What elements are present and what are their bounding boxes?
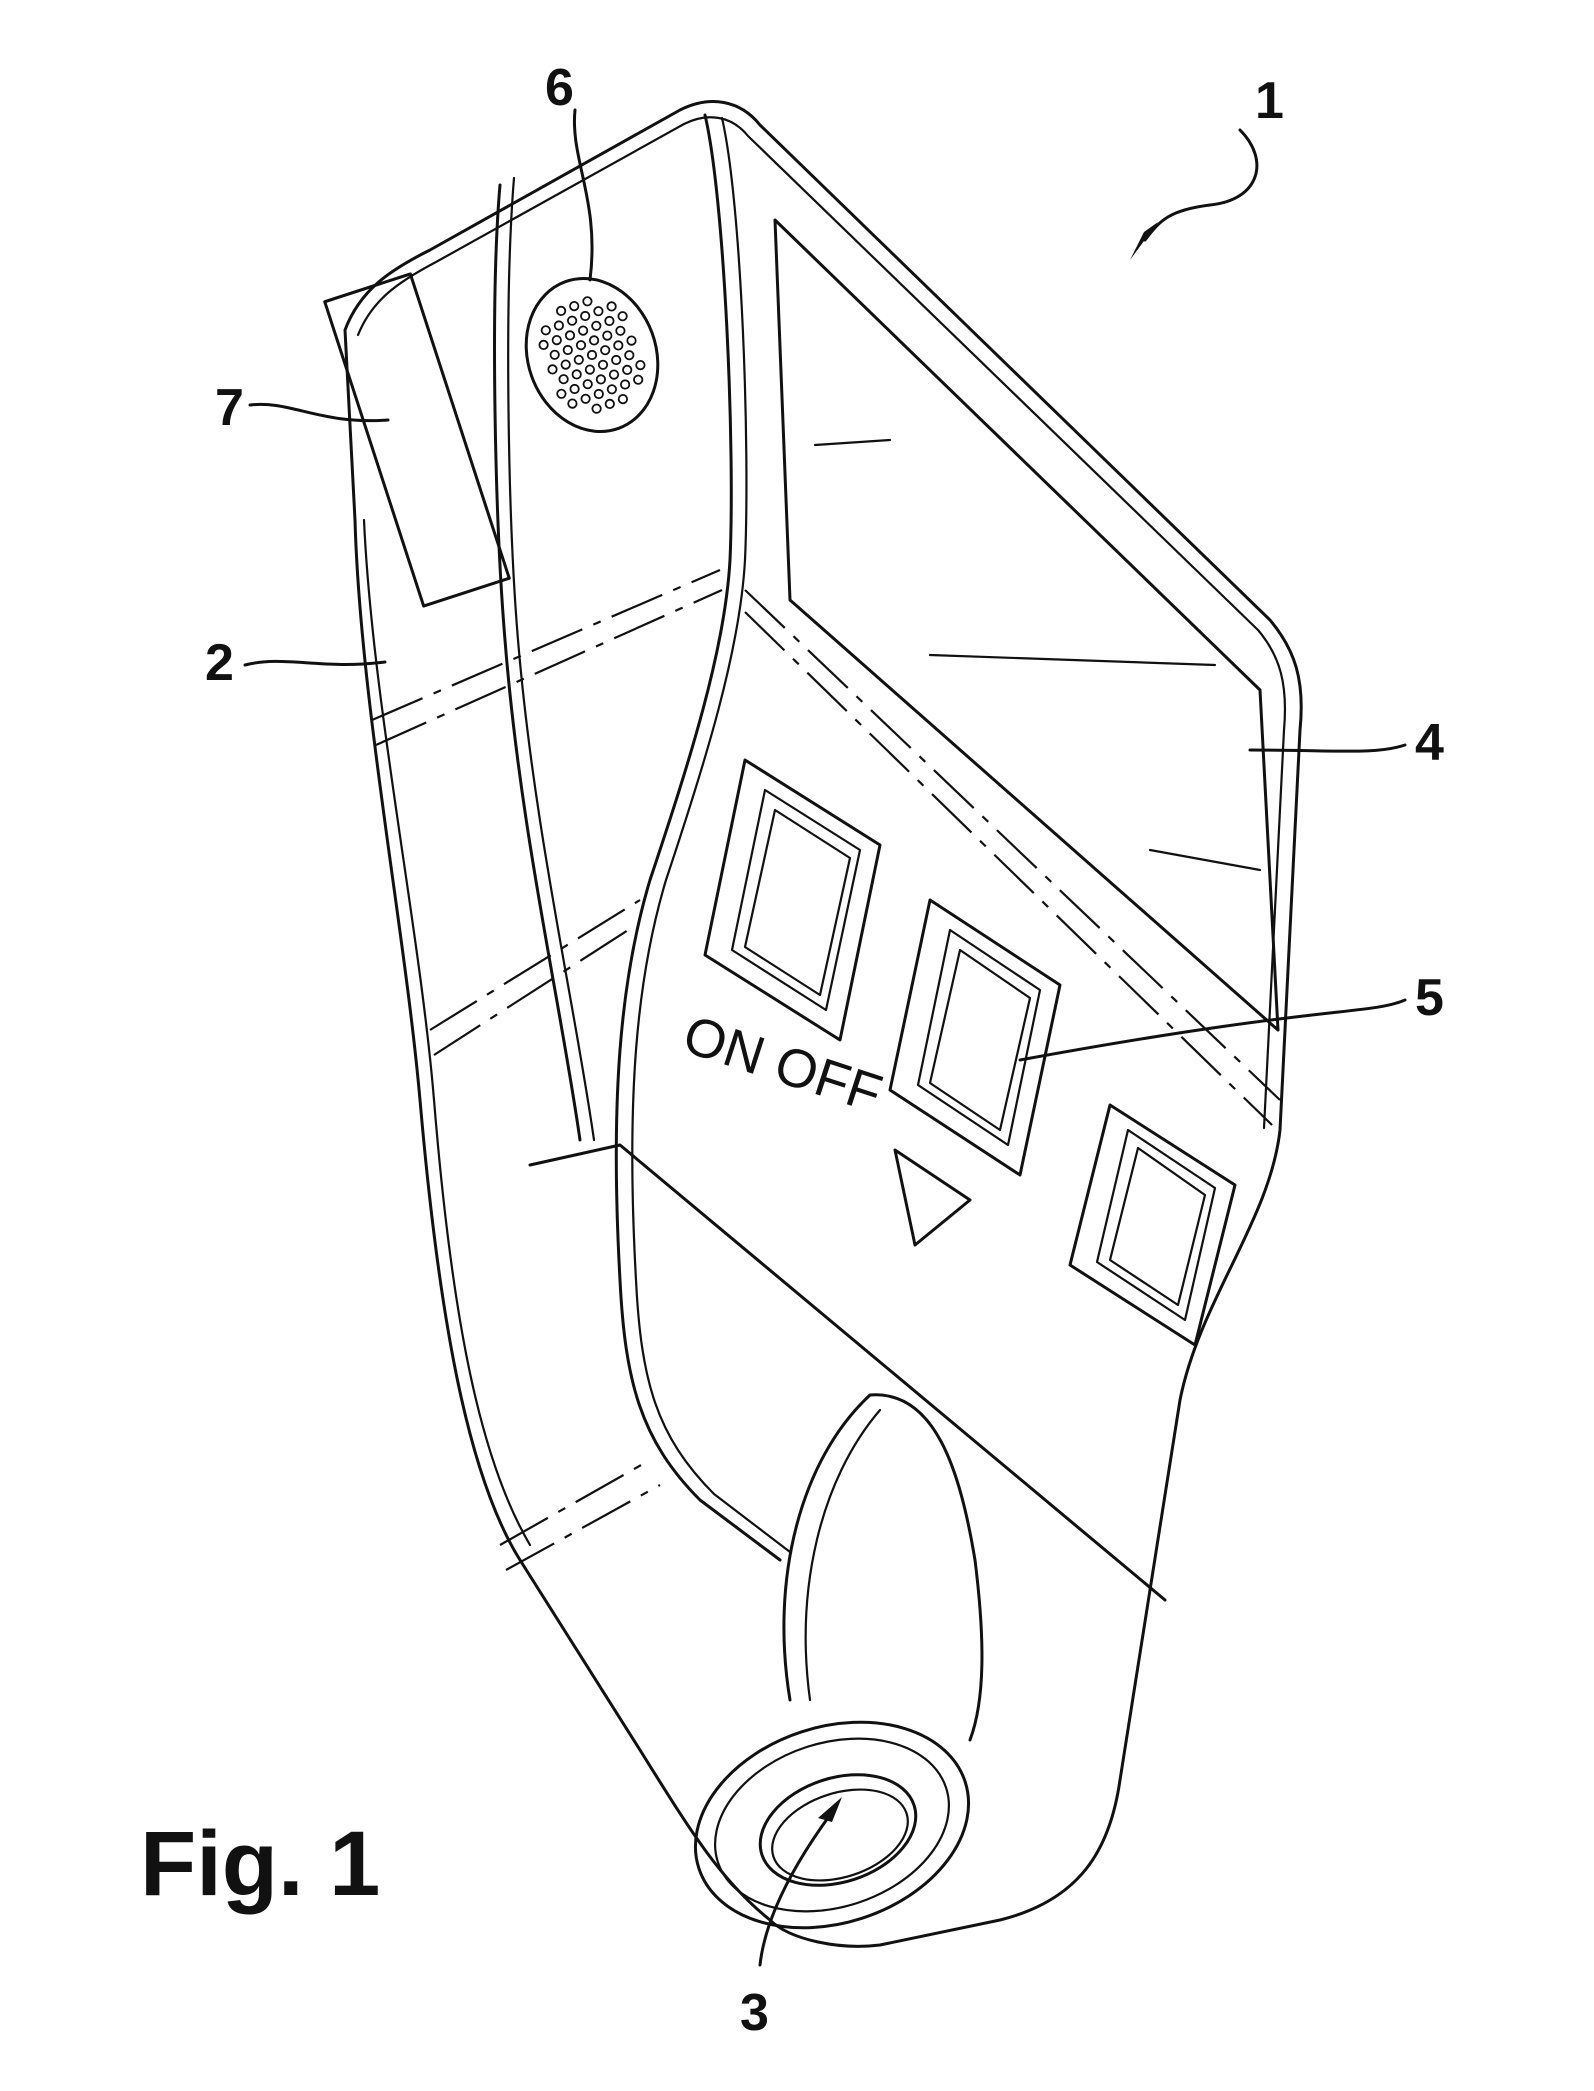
- speaker-hole: [619, 395, 627, 403]
- ref-numeral-6: 6: [545, 59, 574, 117]
- speaker-hole: [590, 336, 598, 344]
- speaker-hole: [553, 336, 561, 344]
- speaker-hole: [616, 327, 624, 335]
- speaker-hole: [557, 307, 565, 315]
- ref-numeral-3: 3: [740, 1984, 769, 2042]
- speaker-hole: [601, 346, 609, 354]
- speaker-hole: [562, 360, 570, 368]
- speaker-hole: [621, 380, 629, 388]
- speaker-hole: [581, 312, 589, 320]
- speaker-hole: [614, 341, 622, 349]
- speaker-hole: [612, 356, 620, 364]
- sensor-nose: [784, 1395, 982, 1740]
- speaker-hole: [568, 399, 576, 407]
- device-housing: [345, 102, 1301, 1947]
- ref-numeral-1: 1: [1255, 72, 1284, 130]
- speaker-hole: [564, 346, 572, 354]
- speaker-hole: [606, 400, 614, 408]
- speaker-hole: [605, 317, 613, 325]
- speaker-hole: [575, 356, 583, 364]
- speaker-hole: [592, 405, 600, 413]
- speaker-hole: [634, 376, 642, 384]
- speaker-hole: [559, 375, 567, 383]
- speaker-hole: [551, 351, 559, 359]
- speaker-hole: [636, 361, 644, 369]
- ref-numeral-4: 4: [1415, 714, 1444, 772]
- speaker-hole: [539, 341, 547, 349]
- speaker-hole: [599, 361, 607, 369]
- speaker-hole: [583, 297, 591, 305]
- speaker-hole: [610, 370, 618, 378]
- speaker-hole: [603, 331, 611, 339]
- ref-numeral-2: 2: [205, 634, 234, 692]
- speaker-hole: [555, 321, 563, 329]
- speaker-hole: [584, 380, 592, 388]
- triangle-arrow-icon: [895, 1150, 970, 1245]
- speaker-hole: [568, 317, 576, 325]
- side-panel: [495, 115, 790, 1560]
- window-element: [325, 274, 509, 606]
- speaker-hole: [618, 312, 626, 320]
- speaker-hole: [625, 351, 633, 359]
- arrow-button[interactable]: [890, 900, 1060, 1175]
- speaker-hole: [548, 365, 556, 373]
- speaker-hole: [608, 385, 616, 393]
- speaker-hole: [597, 375, 605, 383]
- leader-lines: [245, 110, 1405, 1965]
- on-off-label: ON OFF: [676, 1004, 889, 1124]
- speaker-hole: [570, 302, 578, 310]
- ref-numeral-5: 5: [1415, 969, 1444, 1027]
- speaker-hole: [566, 331, 574, 339]
- speaker-hole: [595, 390, 603, 398]
- speaker-hole: [581, 395, 589, 403]
- speaker-hole: [586, 365, 594, 373]
- face-split-line: [530, 1145, 1165, 1600]
- speaker-hole: [542, 326, 550, 334]
- speaker-hole: [577, 341, 585, 349]
- speaker-hole: [607, 302, 615, 310]
- speaker-grille: [505, 260, 679, 450]
- sensor-head: [669, 1689, 996, 1962]
- figure-caption: Fig. 1: [140, 1813, 380, 1915]
- speaker-hole: [588, 351, 596, 359]
- speaker-hole: [570, 385, 578, 393]
- speaker-hole: [573, 370, 581, 378]
- ref-numeral-7: 7: [215, 379, 244, 437]
- speaker-hole: [623, 366, 631, 374]
- speaker-hole: [594, 307, 602, 315]
- speaker-hole: [579, 326, 587, 334]
- speaker-hole: [592, 322, 600, 330]
- speaker-hole: [627, 336, 635, 344]
- display-panel: [775, 220, 1278, 1030]
- on-off-button[interactable]: [705, 760, 880, 1040]
- speaker-hole: [557, 390, 565, 398]
